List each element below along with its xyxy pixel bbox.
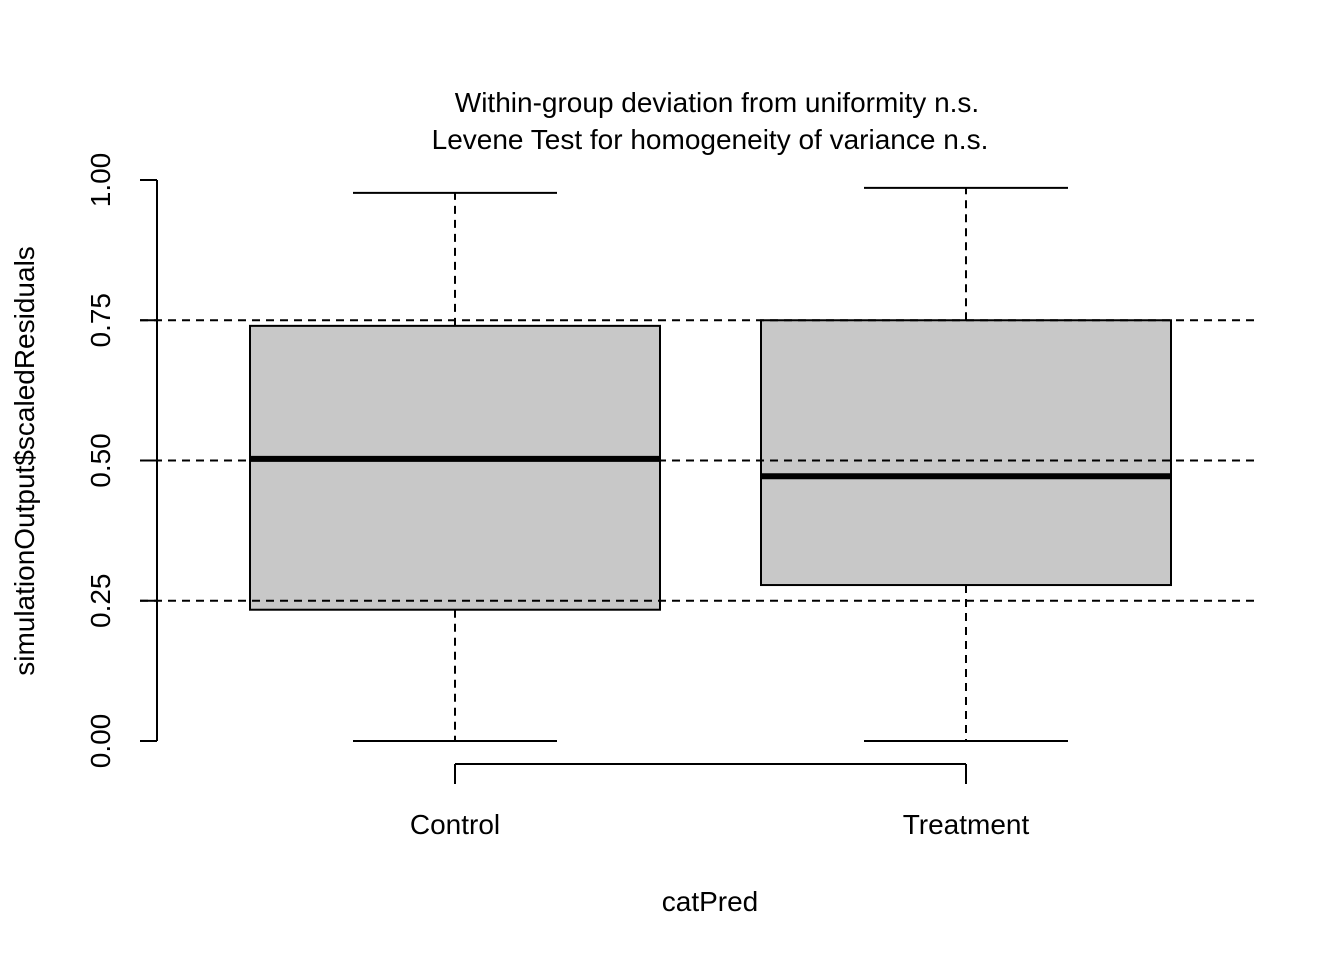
- box-treatment: [760, 319, 1172, 587]
- y-tick-label: 0.25: [85, 574, 116, 629]
- y-tick-label: 0.75: [85, 293, 116, 348]
- chart-title-line-1: Within-group deviation from uniformity n…: [455, 87, 979, 118]
- x-tick-label: Treatment: [903, 809, 1030, 840]
- chart-title-line-2: Levene Test for homogeneity of variance …: [432, 124, 989, 155]
- y-axis-label: simulationOutput$scaledResiduals: [9, 246, 40, 676]
- y-tick-label: 0.50: [85, 433, 116, 488]
- x-tick-label: Control: [410, 809, 500, 840]
- y-tick-label: 1.00: [85, 153, 116, 208]
- box-control: [249, 324, 661, 611]
- y-tick-label: 0.00: [85, 714, 116, 769]
- x-axis-label: catPred: [662, 886, 759, 917]
